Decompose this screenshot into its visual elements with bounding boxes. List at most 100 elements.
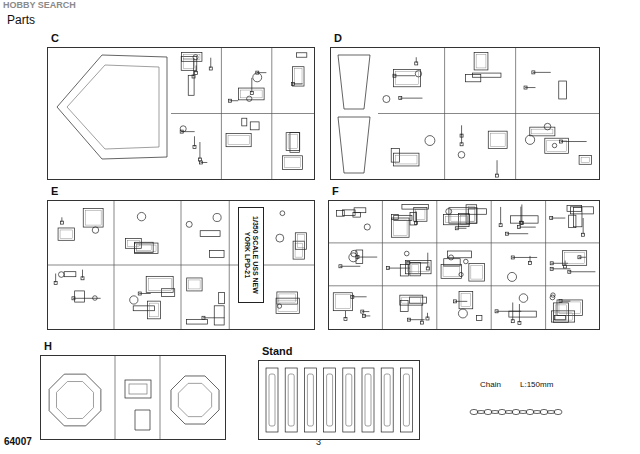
part-detail xyxy=(128,240,140,246)
part-outline xyxy=(444,259,460,266)
sheet-title: Parts xyxy=(7,13,35,27)
rod-part xyxy=(496,311,521,312)
part-outline xyxy=(477,316,482,321)
part-outline xyxy=(544,123,551,130)
part-detail xyxy=(476,54,486,68)
part-outline xyxy=(353,212,361,217)
stand-slot xyxy=(288,374,294,426)
rod-end xyxy=(582,233,585,236)
part-outline xyxy=(392,214,399,219)
part-outline xyxy=(210,250,224,257)
part-detail xyxy=(416,210,425,220)
rod-end xyxy=(387,267,390,270)
rod-end xyxy=(361,310,364,313)
part-outline xyxy=(290,133,299,153)
part-detail xyxy=(412,264,419,273)
stand-frame: Stand xyxy=(258,360,420,440)
rod-part xyxy=(394,75,415,76)
rod-part xyxy=(583,218,584,234)
part-detail xyxy=(461,293,471,306)
rod-end xyxy=(529,261,532,264)
part-outline xyxy=(410,262,421,275)
runner xyxy=(171,113,315,114)
plate-text: 1/350 SCALE USS NEW YORK LPD-21 xyxy=(243,211,258,299)
rod-part xyxy=(569,271,596,272)
rod-part xyxy=(512,257,537,258)
part-outline xyxy=(253,73,262,82)
stand-part xyxy=(285,368,297,432)
part-outline xyxy=(458,309,467,318)
rod-end xyxy=(460,143,463,146)
part-detail xyxy=(581,158,589,163)
part-outline xyxy=(551,293,555,297)
stand-part xyxy=(266,368,278,432)
rod-part xyxy=(199,142,200,159)
part-outline xyxy=(364,224,370,230)
part-detail xyxy=(60,230,72,238)
rod-end xyxy=(138,292,141,295)
stand-part xyxy=(362,368,374,432)
part-detail xyxy=(137,244,152,250)
part-outline xyxy=(569,215,576,228)
part-outline xyxy=(186,221,192,227)
part-detail xyxy=(183,58,195,68)
part-outline xyxy=(579,156,591,165)
rod-end xyxy=(560,140,563,143)
part-outline xyxy=(383,96,390,103)
rod-end xyxy=(344,317,347,320)
part-outline xyxy=(247,96,252,101)
part-detail xyxy=(149,303,158,317)
part-outline xyxy=(402,205,428,210)
stand-part xyxy=(381,368,393,432)
platform-detail xyxy=(178,383,211,416)
part-outline xyxy=(135,410,150,430)
rod-end xyxy=(200,161,203,164)
part-detail xyxy=(394,220,408,235)
part-outline xyxy=(182,52,202,61)
rod-part xyxy=(203,317,224,318)
part-outline xyxy=(147,301,160,319)
rod-end xyxy=(519,221,522,224)
part-outline xyxy=(552,143,556,147)
rod-part xyxy=(194,136,195,146)
part-outline xyxy=(277,304,281,308)
rod-end xyxy=(455,227,458,230)
rod-part xyxy=(362,311,370,312)
part-outline xyxy=(400,265,408,276)
rod-part xyxy=(456,228,466,229)
rod-end xyxy=(460,134,463,137)
rod-part xyxy=(229,100,238,101)
part-detail xyxy=(490,133,505,146)
part-outline xyxy=(410,213,417,225)
rod-part xyxy=(139,293,150,294)
part-detail xyxy=(554,313,573,320)
sprue-letter: E xyxy=(51,185,58,197)
rod-end xyxy=(578,256,581,259)
rod-part xyxy=(519,227,536,228)
part-outline xyxy=(333,293,352,311)
part-outline xyxy=(449,208,477,223)
part-outline xyxy=(58,272,64,278)
part-outline xyxy=(554,316,565,320)
part-outline xyxy=(394,69,421,86)
rod-part xyxy=(427,253,428,268)
part-outline xyxy=(473,73,501,77)
part-outline xyxy=(280,211,285,216)
rod-part xyxy=(352,296,367,297)
part-outline xyxy=(276,298,299,313)
part-outline xyxy=(553,303,568,322)
rod-end xyxy=(356,256,359,259)
part-outline xyxy=(239,88,265,100)
rod-end xyxy=(414,222,417,225)
rod-end xyxy=(198,158,201,161)
rod-part xyxy=(388,268,410,269)
rod-end xyxy=(193,145,196,148)
rod-end xyxy=(518,226,521,229)
part-outline xyxy=(525,135,534,144)
stand-slot xyxy=(384,374,390,426)
rod-part xyxy=(210,58,211,68)
rod-end xyxy=(393,74,396,77)
stand-part xyxy=(324,368,336,432)
part-detail xyxy=(335,295,350,309)
part-detail xyxy=(471,265,483,279)
